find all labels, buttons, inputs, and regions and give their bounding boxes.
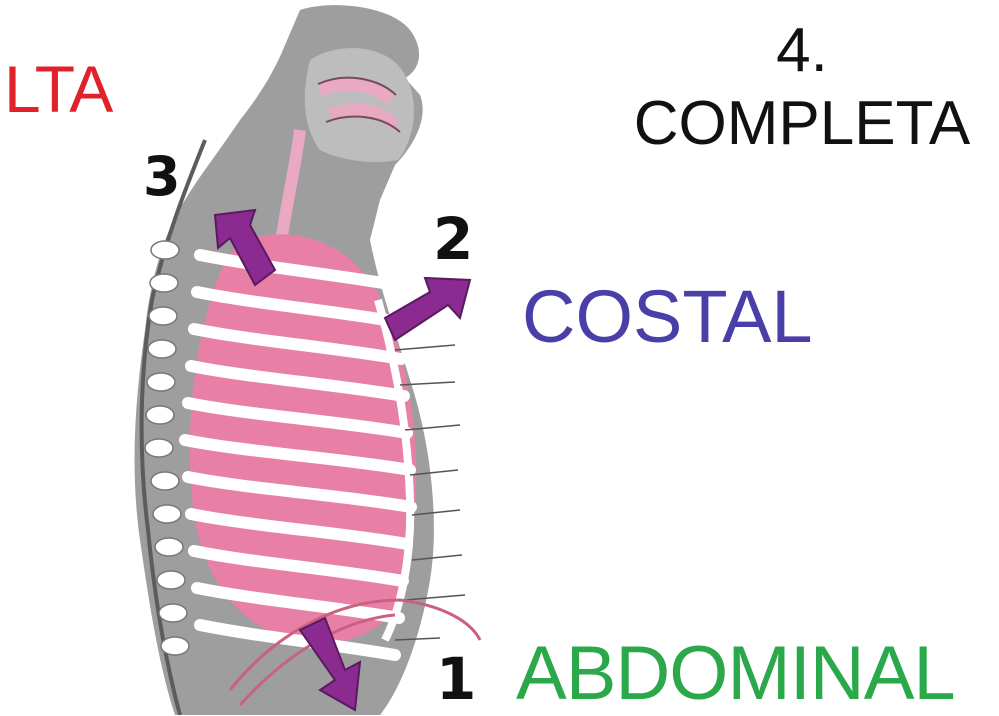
vertebra — [161, 637, 189, 655]
vertebra — [151, 472, 179, 490]
marker-2: 2 — [433, 210, 473, 268]
label-abdominal: ABDOMINAL — [516, 636, 955, 712]
vertebra — [155, 538, 183, 556]
label-alta: LTA — [4, 56, 112, 122]
vertebra — [159, 604, 187, 622]
vertebra — [148, 340, 176, 358]
marker-1: 1 — [436, 650, 476, 708]
label-completa: 4. COMPLETA — [605, 14, 999, 160]
vertebra — [146, 406, 174, 424]
label-completa-text: COMPLETA — [605, 87, 999, 160]
vertebra — [149, 307, 177, 325]
vertebra — [150, 274, 178, 292]
label-costal: COSTAL — [522, 280, 813, 354]
vertebra — [153, 505, 181, 523]
vertebra — [147, 373, 175, 391]
marker-3: 3 — [143, 150, 181, 204]
label-completa-number: 4. — [605, 14, 999, 87]
vertebra — [151, 241, 179, 259]
vertebra — [145, 439, 173, 457]
vertebra — [157, 571, 185, 589]
